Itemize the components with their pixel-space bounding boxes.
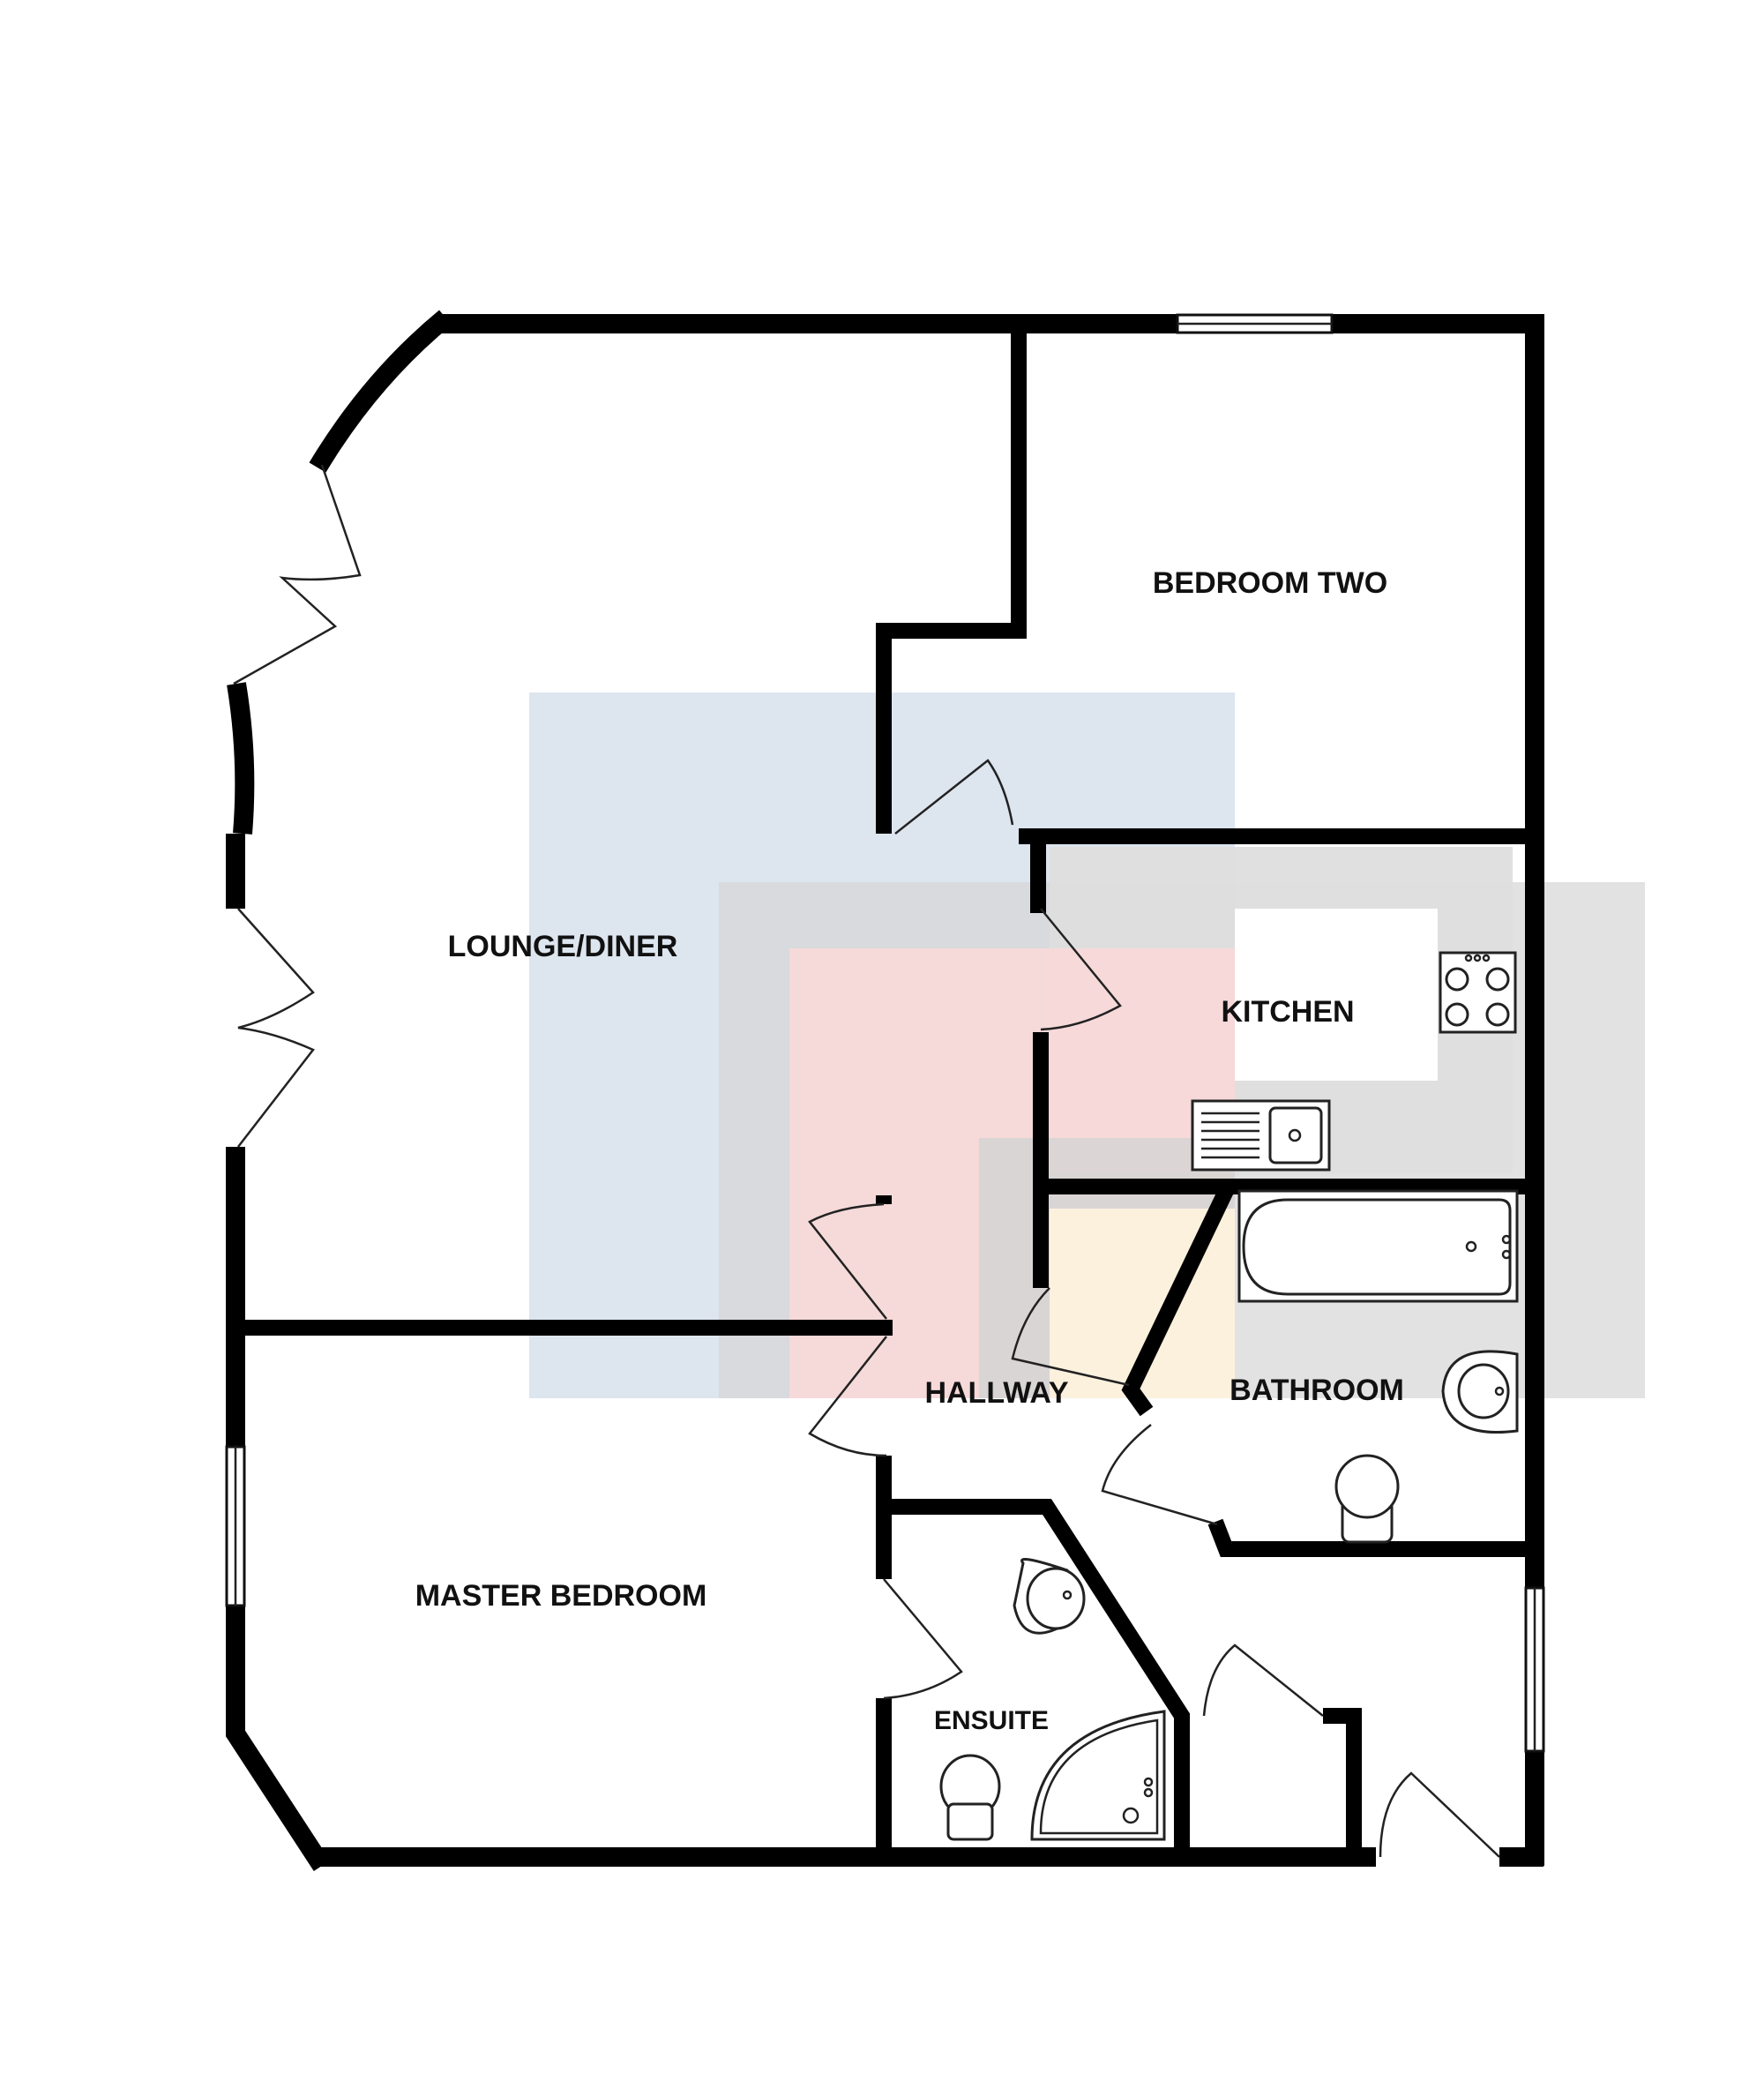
wall-ensuite-top (884, 1499, 1190, 1857)
label-lounge-diner: LOUNGE/DINER (448, 930, 678, 963)
basin-icon (1441, 1350, 1519, 1434)
windows (225, 313, 1545, 1753)
door-entrance (1379, 1771, 1500, 1858)
door-cupboard (1202, 1643, 1324, 1717)
bath-icon (1237, 1189, 1519, 1303)
door-lounge (894, 759, 1014, 835)
interior-walls (243, 333, 1544, 1861)
room-labels: BEDROOM TWO LOUNGE/DINER KITCHEN HALLWAY… (415, 566, 1404, 1735)
door-bathroom (1101, 1424, 1218, 1526)
label-ensuite: ENSUITE (934, 1706, 1049, 1735)
label-hallway: HALLWAY (924, 1376, 1068, 1410)
hob-icon (1439, 951, 1517, 1034)
door-ensuite (883, 1578, 963, 1700)
label-master-bedroom: MASTER BEDROOM (415, 1579, 707, 1613)
ensuite-toilet-icon (939, 1754, 1001, 1841)
wall-bedroom-two-left (876, 333, 1027, 834)
bifold-door-top (233, 464, 362, 685)
door-kitchen (1040, 908, 1122, 1031)
bifold-door-left (237, 908, 315, 1148)
wall-bath-diagonal (1121, 1187, 1234, 1417)
wall-curve-bay (227, 682, 255, 835)
outer-walls (226, 310, 1544, 1872)
ensuite-basin-icon (1013, 1558, 1086, 1635)
shower-icon (1030, 1710, 1166, 1841)
fixtures (939, 951, 1519, 1841)
label-bedroom-two: BEDROOM TWO (1153, 566, 1387, 600)
doors (233, 464, 1500, 1858)
door-cupboard-kitchen (1011, 1287, 1130, 1387)
sink-icon (1191, 1099, 1331, 1172)
label-kitchen: KITCHEN (1221, 995, 1354, 1029)
door-master (808, 1336, 887, 1457)
wall-left-bottom (226, 1606, 331, 1872)
wall-cupboard (1323, 1708, 1362, 1857)
overlay-kitchen-white (1235, 909, 1438, 1081)
wall-bath-bottom (1207, 1518, 1544, 1557)
label-bathroom: BATHROOM (1230, 1374, 1404, 1407)
wall-curve-top (309, 310, 452, 473)
toilet-icon (1334, 1454, 1400, 1544)
door-lounge-hall (808, 1202, 887, 1320)
